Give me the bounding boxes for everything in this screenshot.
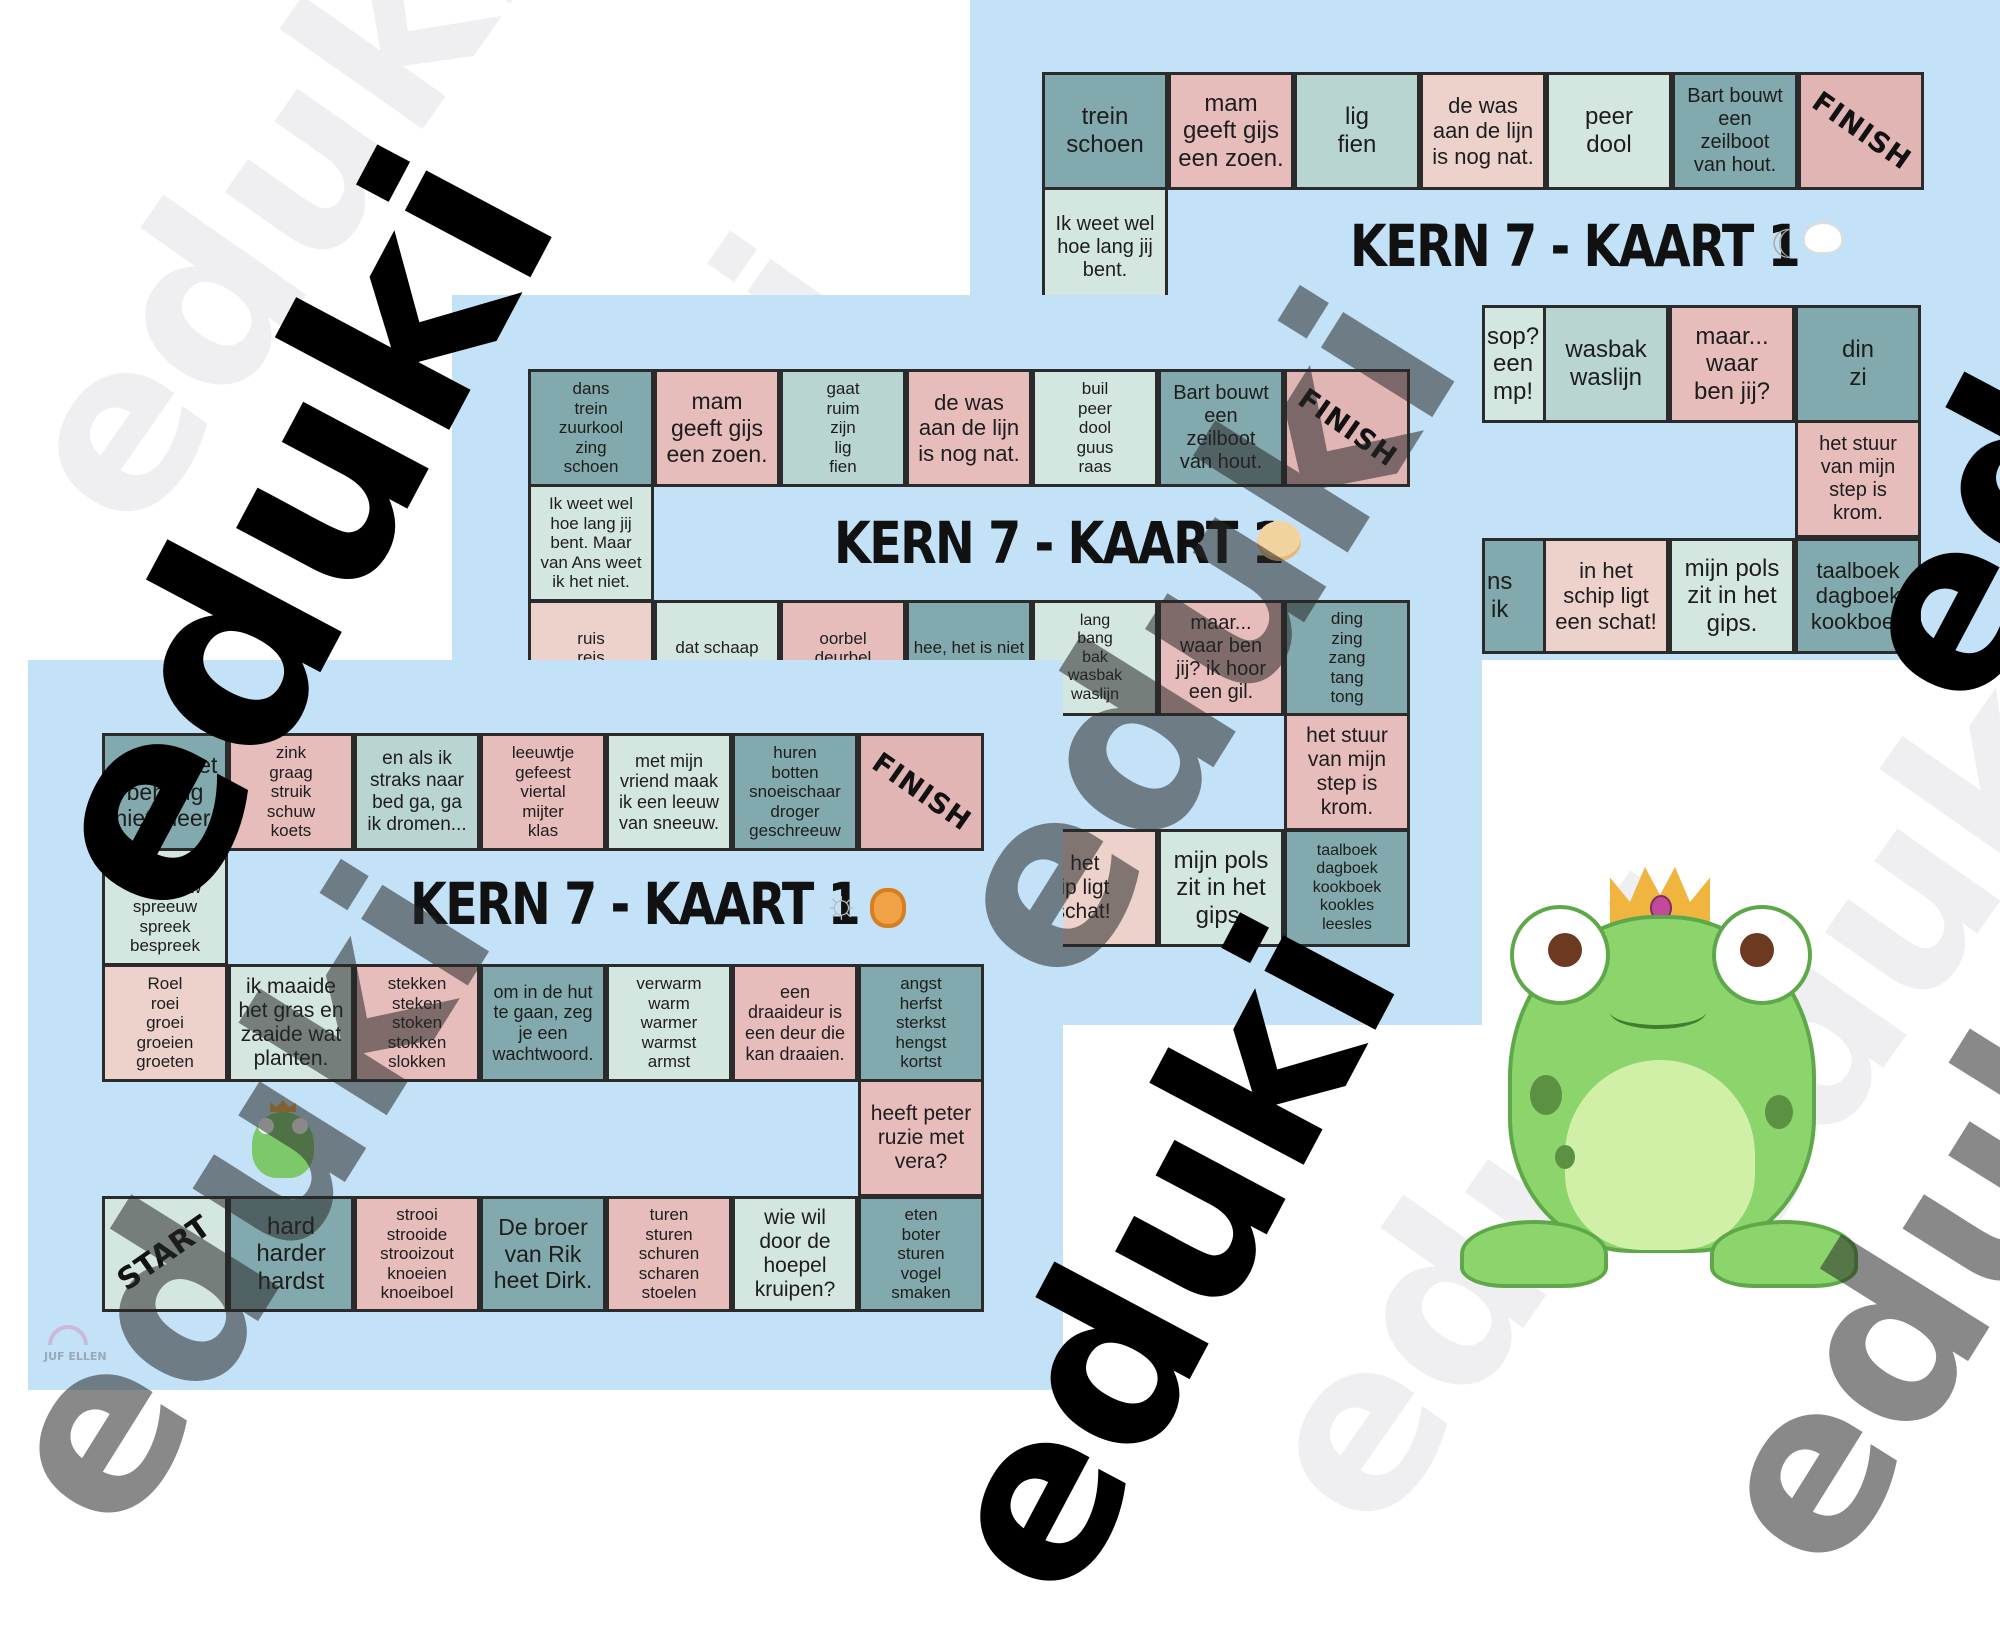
board-cell[interactable]: ding zing zang tang tong (1284, 600, 1410, 716)
board-cell[interactable]: wie wil door de hoepel kruipen? (732, 1196, 858, 1312)
board-cell[interactable]: ik maaide het gras en zaaide wat planten… (228, 964, 354, 1082)
board-cell[interactable]: gaat ruim zijn lig fien (780, 369, 906, 487)
board-cell[interactable]: het stuur van mijn step is krom. (1284, 713, 1410, 831)
board-cell[interactable]: de was aan de lijn is nog nat. (1420, 72, 1546, 190)
board-cell[interactable]: mijn pols zit in het gips. (1158, 829, 1284, 947)
board-cell[interactable]: hard harder hardst (228, 1196, 354, 1312)
board-cell[interactable]: turen sturen schuren scharen stoelen (606, 1196, 732, 1312)
finish-cell[interactable]: FINISH (858, 733, 984, 851)
board-cell[interactable]: de was aan de lijn is nog nat. (906, 369, 1032, 487)
board-cell[interactable]: wasbak waslijn (1543, 305, 1669, 423)
board-cell[interactable]: heeft peter ruzie met vera? (858, 1079, 984, 1197)
rainbow-logo-icon (48, 1325, 88, 1345)
start-cell[interactable]: START (102, 1196, 228, 1312)
board-cell[interactable]: Bart bouwt een zeilboot van hout. (1672, 72, 1798, 190)
page-title: KERN 7 - KAART 1 (834, 509, 1285, 577)
page-title: KERN 7 - KAART 1 (1350, 212, 1801, 280)
board-cell[interactable]: het stuur van mijn step is krom. (1795, 420, 1921, 538)
board-cell[interactable]: lig fien (1294, 72, 1420, 190)
board-cell[interactable]: peer dool (1546, 72, 1672, 190)
board-cell[interactable]: Roel roei groei groeien groeten (102, 964, 228, 1082)
board-cell[interactable]: dans trein zuurkool zing schoen (528, 369, 654, 487)
board-cell[interactable]: Bart bouwt een zeilboot van hout. (1158, 369, 1284, 487)
board-cell[interactable]: trein schoen (1042, 72, 1168, 190)
board-cell[interactable]: zink graag struik schuw koets (228, 733, 354, 851)
board-cell[interactable]: strooi strooide strooizout knoeien knoei… (354, 1196, 480, 1312)
finish-cell[interactable]: FINISH (1798, 72, 1924, 190)
board-cell[interactable]: mijn pols zit in het gips. (1669, 538, 1795, 654)
board-cell[interactable]: angst herfst sterkst hengst kortst (858, 964, 984, 1082)
board-cell[interactable]: een draaideur is een deur die kan draaie… (732, 964, 858, 1082)
page-title: KERN 7 - KAART 1 (410, 870, 861, 938)
board-cell[interactable]: in het schip ligt een schat! (1543, 538, 1669, 654)
board-cell[interactable]: om in de hut te gaan, zeg je een wachtwo… (480, 964, 606, 1082)
board-cell[interactable]: mam geeft gijs een zoen. (1168, 72, 1294, 190)
board-cell[interactable]: taalboek dagboek kookboek kookles leesle… (1284, 829, 1410, 947)
frog-icon (248, 1100, 318, 1180)
seal-icon (1805, 224, 1841, 252)
board-cell[interactable]: geschreeuw schreeuw spreeuw spreek bespr… (102, 848, 228, 966)
sun-icon: ☼ (823, 882, 860, 926)
board-cell[interactable]: maar... waar ben jij? ik hoor een gil. (1158, 600, 1284, 716)
board-cell[interactable]: maar... waar ben jij? (1669, 305, 1795, 423)
board-cell[interactable]: Ik weet wel hoe lang jij bent. Maar van … (528, 484, 654, 602)
bear-icon (1257, 521, 1301, 561)
board-cell[interactable]: Ik weet wel hoe lang jij bent. (1042, 187, 1168, 307)
board-cell[interactable]: ze ziet het behang niet meer. (102, 733, 228, 851)
board-cell[interactable]: huren botten snoeischaar droger geschree… (732, 733, 858, 851)
frog-illustration (1450, 855, 1858, 1335)
tiger-icon (870, 888, 906, 928)
board-cell[interactable]: De broer van Rik heet Dirk. (480, 1196, 606, 1312)
moon-icon: ☾ (1770, 223, 1806, 267)
board-cell[interactable]: eten boter sturen vogel smaken (858, 1196, 984, 1312)
credit-text: JUF ELLEN (44, 1350, 107, 1363)
board-cell[interactable]: lang bang bak wasbak waslijn (1032, 600, 1158, 716)
front-board: ze ziet het behang niet meer. zink graag… (28, 660, 1063, 1390)
finish-cell[interactable]: FINISH (1284, 369, 1410, 487)
board-cell[interactable]: buil peer dool guus raas (1032, 369, 1158, 487)
board-cell[interactable]: mam geeft gijs een zoen. (654, 369, 780, 487)
board-cell[interactable]: din zi (1795, 305, 1921, 423)
board-cell[interactable]: en als ik straks naar bed ga, ga ik drom… (354, 733, 480, 851)
board-cell[interactable]: met mijn vriend maak ik een leeuw van sn… (606, 733, 732, 851)
board-cell[interactable]: taalboek dagboek kookboek (1795, 538, 1921, 654)
board-cell[interactable]: leeuwtje gefeest viertal mijter klas (480, 733, 606, 851)
board-cell[interactable]: stekken steken stoken stokken slokken (354, 964, 480, 1082)
board-cell[interactable]: verwarm warm warmer warmst armst (606, 964, 732, 1082)
